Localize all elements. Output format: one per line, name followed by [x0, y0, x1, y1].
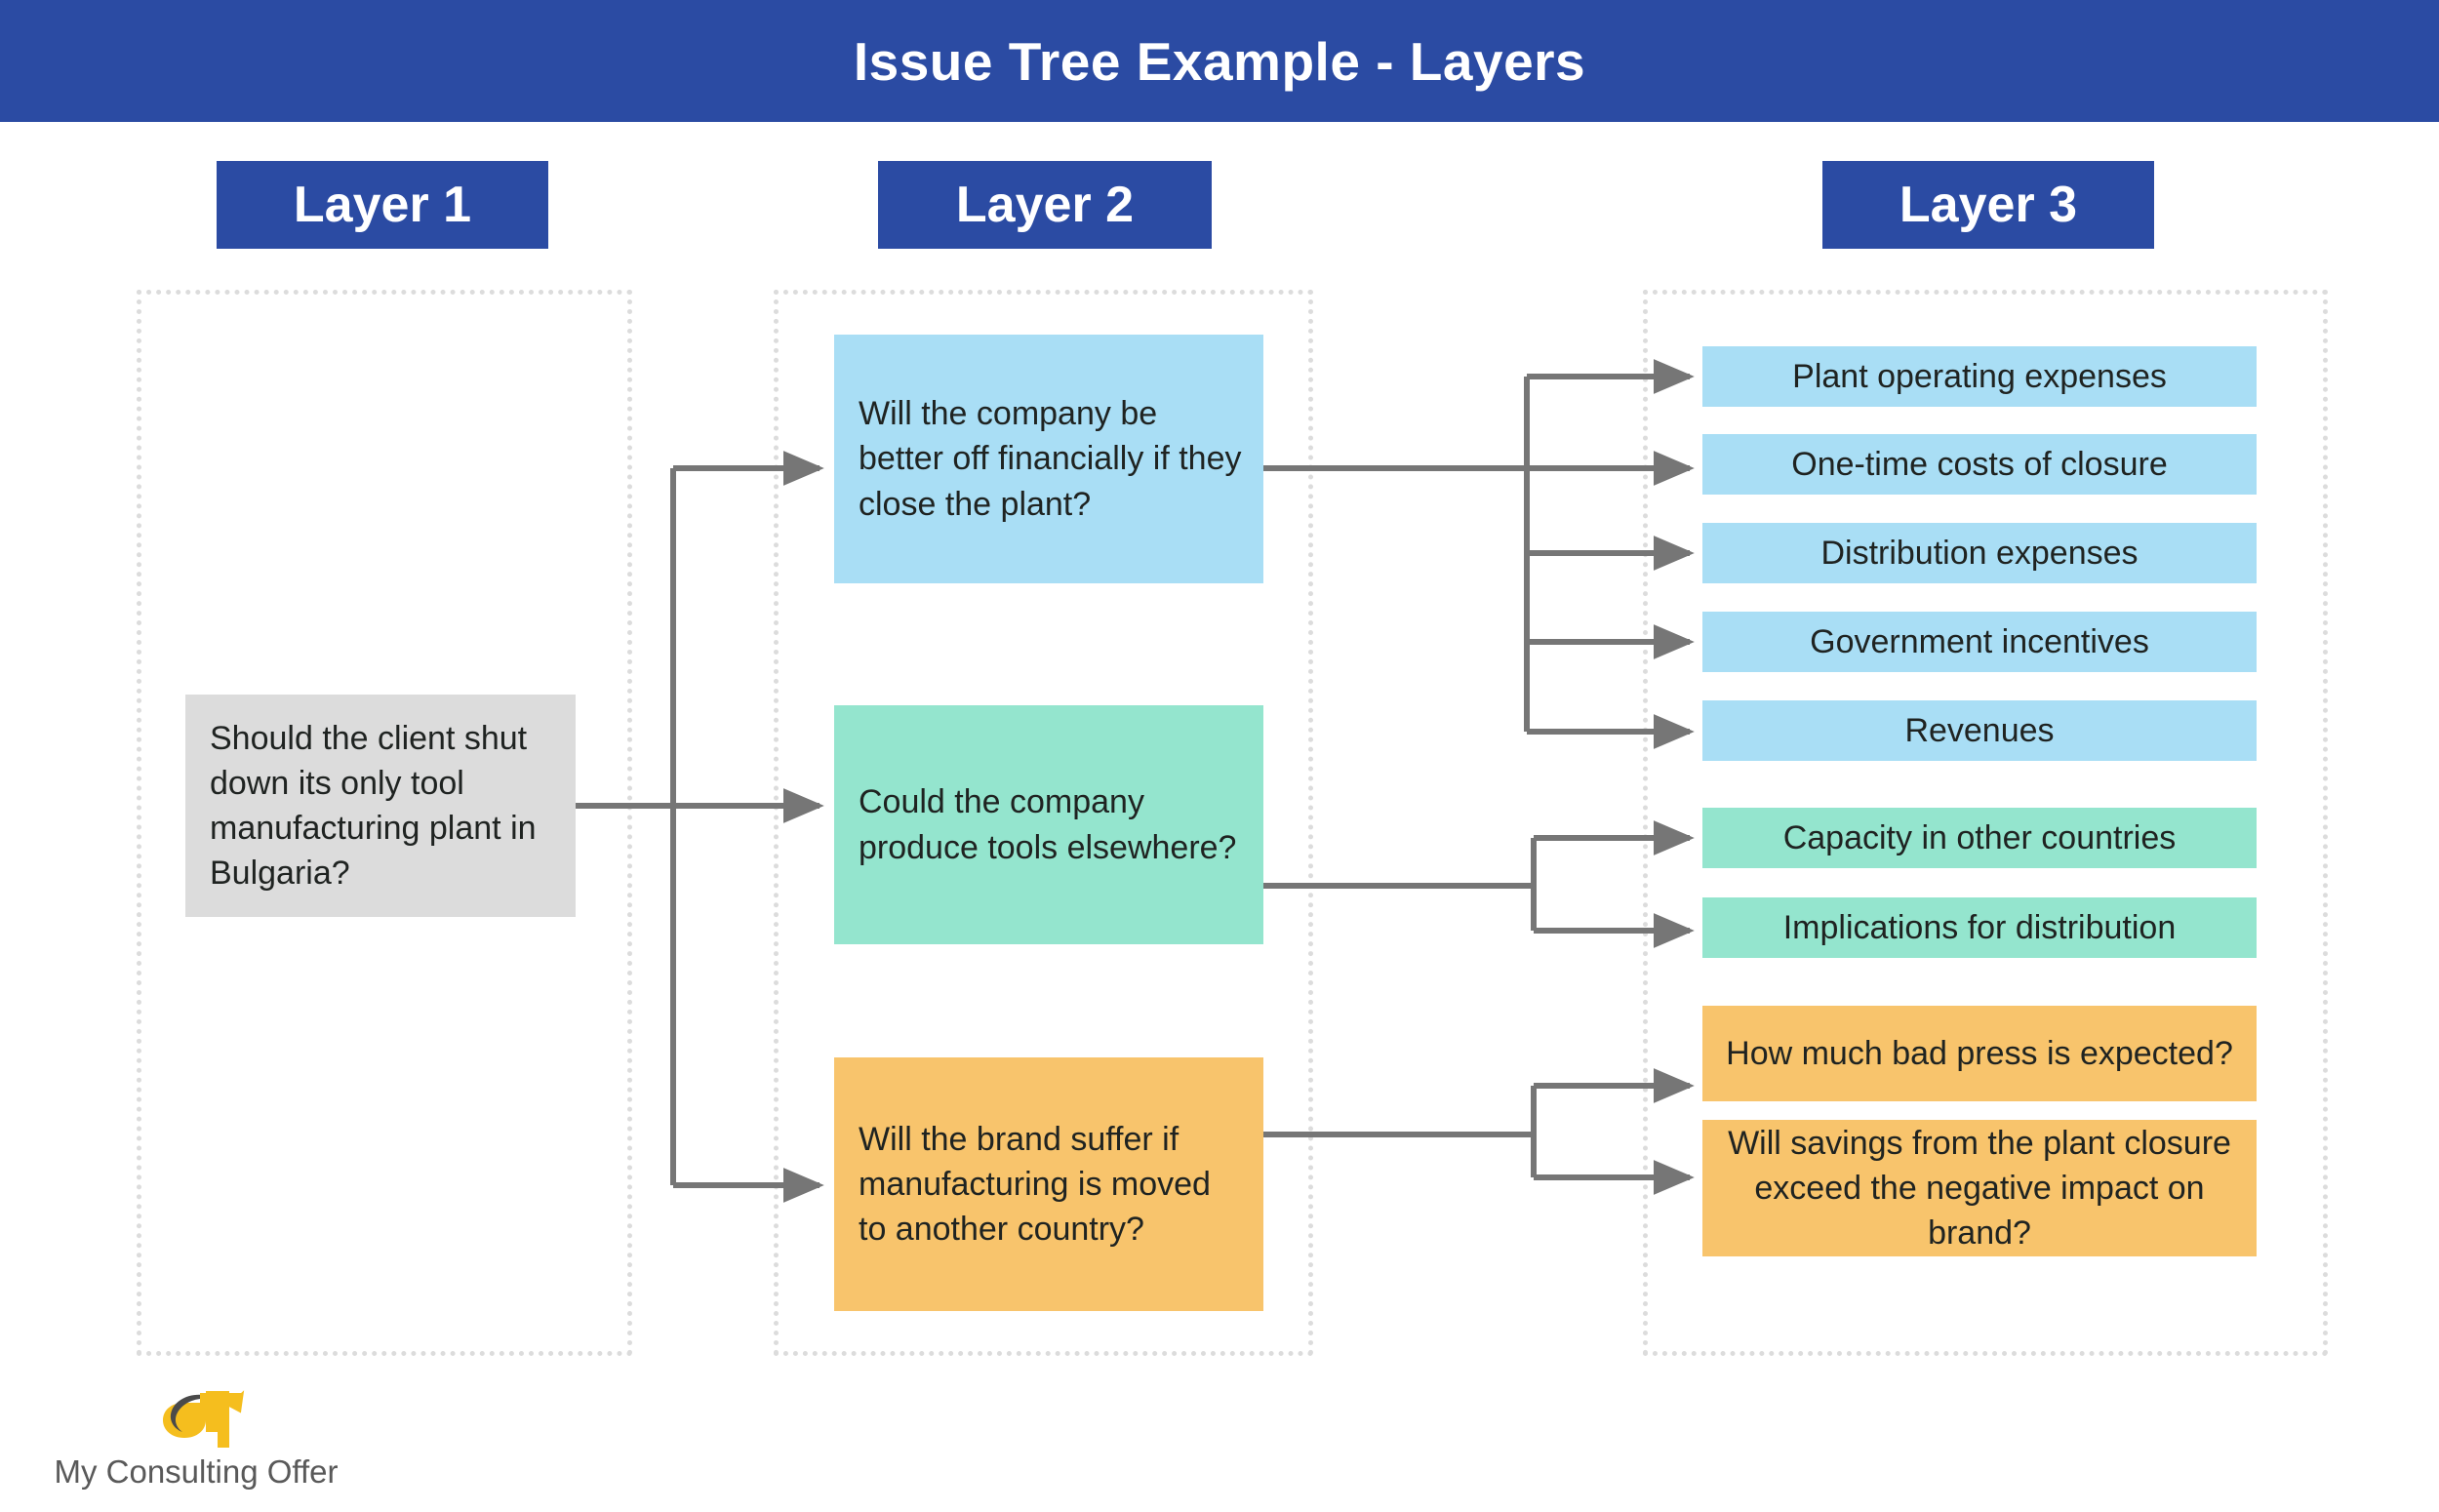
node-layer3-savings-exceed-impact[interactable]: Will savings from the plant closure exce…: [1702, 1120, 2257, 1256]
node-layer3-plant-operating-expenses[interactable]: Plant operating expenses: [1702, 346, 2257, 407]
layer-label-3: Layer 3: [1822, 161, 2154, 249]
node-layer3-one-time-costs[interactable]: One-time costs of closure: [1702, 434, 2257, 495]
node-layer3-implications-distribution[interactable]: Implications for distribution: [1702, 897, 2257, 958]
node-root-question[interactable]: Should the client shut down its only too…: [185, 695, 576, 917]
node-layer3-bad-press[interactable]: How much bad press is expected?: [1702, 1006, 2257, 1101]
layer-1-zone: [137, 290, 632, 1356]
footer-brand-name: My Consulting Offer: [54, 1453, 339, 1490]
node-layer2-brand[interactable]: Will the brand suffer if manufacturing i…: [834, 1057, 1263, 1311]
layer-label-2: Layer 2: [878, 161, 1212, 249]
layer-2-zone: [774, 290, 1313, 1356]
node-layer3-capacity-other-countries[interactable]: Capacity in other countries: [1702, 808, 2257, 868]
node-layer3-government-incentives[interactable]: Government incentives: [1702, 612, 2257, 672]
layer-label-1: Layer 1: [217, 161, 548, 249]
footer-logo: My Consulting Offer: [35, 1389, 357, 1491]
node-layer3-distribution-expenses[interactable]: Distribution expenses: [1702, 523, 2257, 583]
node-layer2-financial[interactable]: Will the company be better off financial…: [834, 335, 1263, 583]
node-layer2-elsewhere[interactable]: Could the company produce tools elsewher…: [834, 705, 1263, 944]
node-layer3-revenues[interactable]: Revenues: [1702, 700, 2257, 761]
layer-3-zone: [1643, 290, 2328, 1356]
page-title: Issue Tree Example - Layers: [853, 30, 1586, 92]
header-bar: Issue Tree Example - Layers: [0, 0, 2439, 122]
my-consulting-offer-logo-icon: [163, 1390, 245, 1448]
